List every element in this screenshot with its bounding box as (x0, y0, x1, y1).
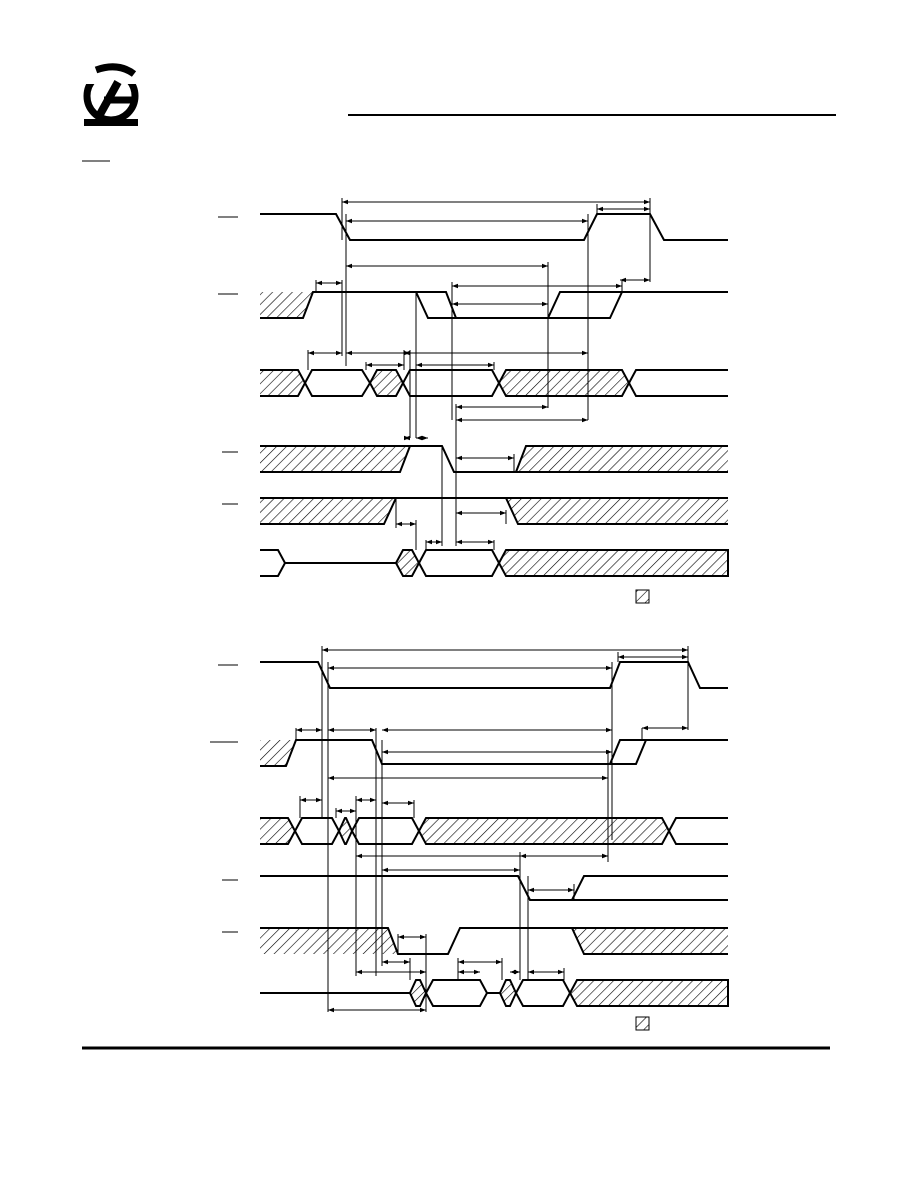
waveform-row-2 (260, 739, 728, 767)
waveform-row-4 (260, 875, 728, 901)
waveform-row-6 (260, 549, 396, 577)
hatched-square-legend-icon (635, 1016, 650, 1031)
timing-diagram-1 (218, 198, 729, 604)
waveform-row-4 (260, 445, 728, 473)
hatched-region (260, 292, 313, 318)
waveform-row-1 (260, 661, 728, 689)
waveform-row-5 (260, 927, 728, 955)
waveform-row-5 (260, 497, 728, 525)
waveform-row-1 (260, 213, 728, 241)
waveform-row-2 (260, 291, 728, 319)
timing-diagram-2 (210, 646, 729, 1031)
hatched-square-legend-icon (635, 589, 650, 604)
company-logo-icon (83, 63, 139, 126)
